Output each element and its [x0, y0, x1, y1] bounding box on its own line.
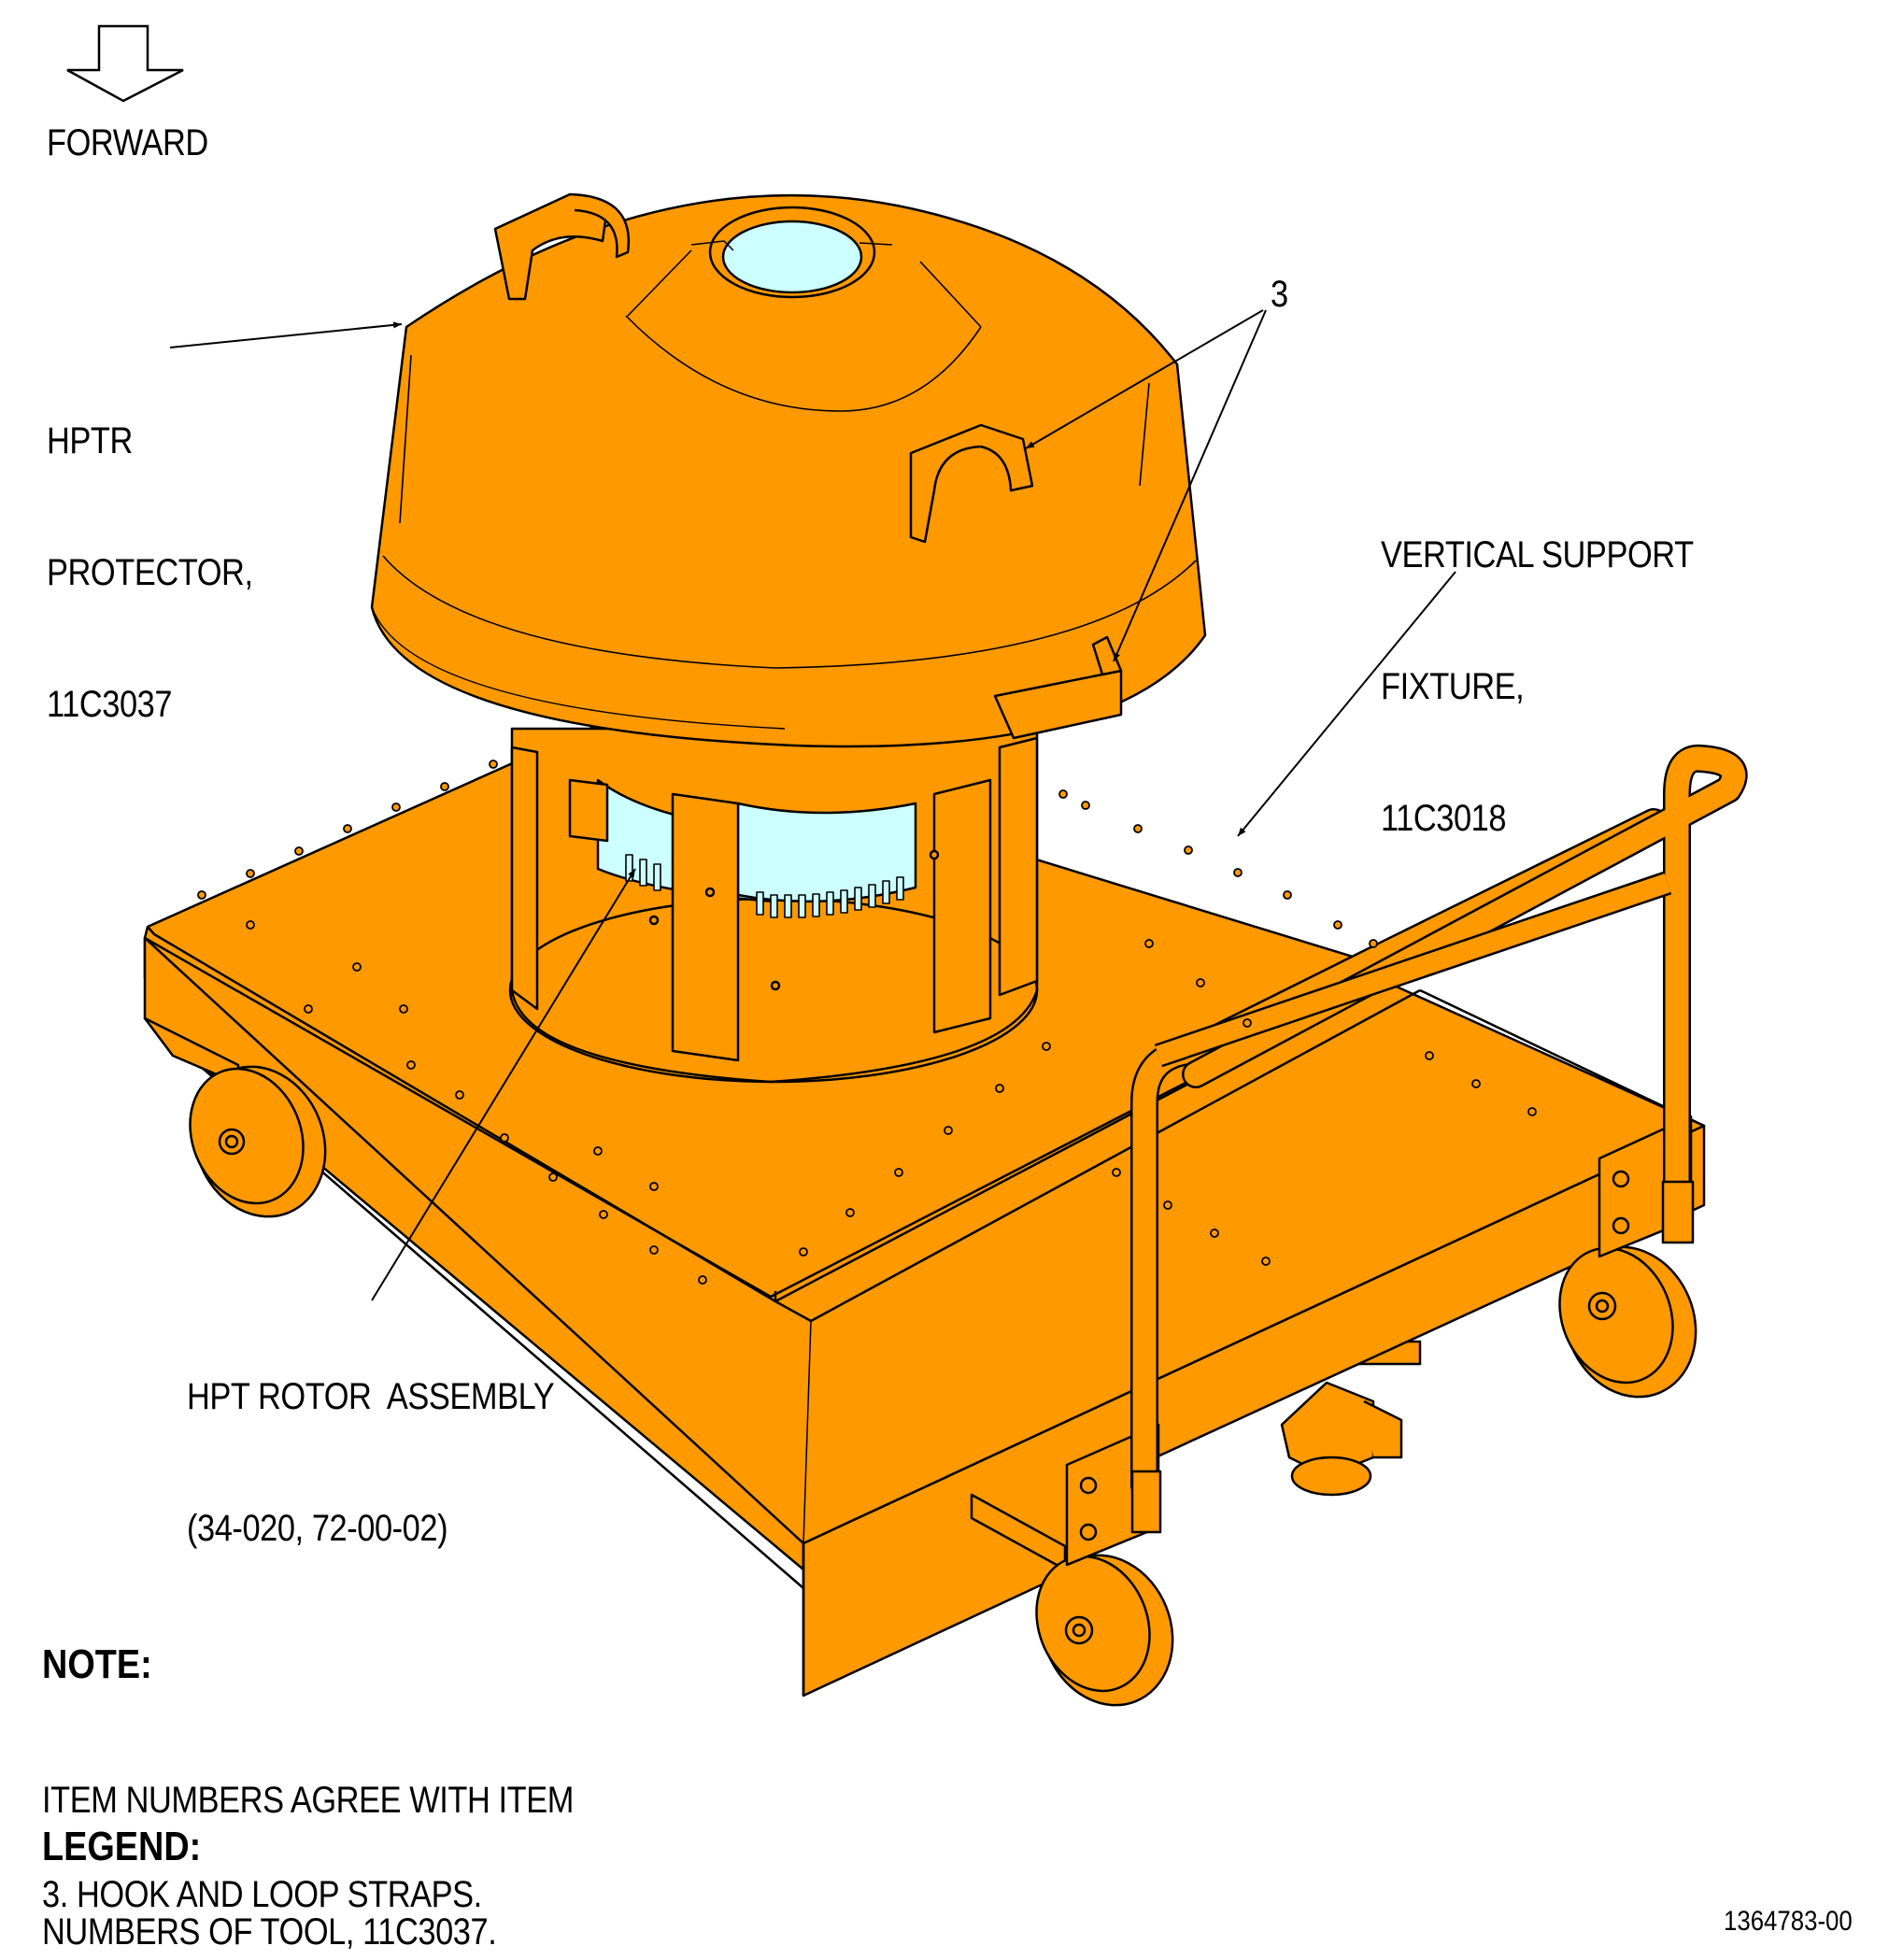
callout-line: FIXTURE,: [1381, 666, 1525, 707]
hook-and-loop-strap-1: [493, 192, 631, 301]
hook-and-loop-strap-3: [993, 635, 1123, 740]
hook-and-loop-strap-2: [909, 423, 1034, 544]
callout-hpt-rotor-assembly: HPT ROTOR ASSEMBLY (34-020, 72-00-02): [187, 1287, 555, 1595]
cart-handle: [1130, 745, 1748, 1499]
caster-left: [143, 1016, 327, 1218]
caster-front-right: [1558, 1245, 1697, 1399]
legend-item-3: 3. HOOK AND LOOP STRAPS.: [42, 1874, 482, 1915]
note-line: NUMBERS OF TOOL, 11C3037.: [42, 1911, 497, 1953]
callout-line: HPT ROTOR ASSEMBLY: [187, 1376, 555, 1417]
figure-id: 1364783-00: [1724, 1906, 1853, 1937]
leader-lines: [169, 309, 1456, 1301]
callout-line: HPTR: [47, 420, 133, 462]
callout-line: (34-020, 72-00-02): [187, 1508, 448, 1549]
callout-line: 11C3018: [1381, 798, 1507, 839]
forward-label: FORWARD: [47, 122, 208, 163]
callout-line: VERTICAL SUPPORT: [1381, 534, 1694, 575]
deck-rivets: [197, 739, 1537, 1285]
callout-vertical-support-fixture: VERTICAL SUPPORT FIXTURE, 11C3018: [1381, 446, 1694, 885]
callout-line: 11C3037: [47, 684, 173, 725]
callout-line: PROTECTOR,: [47, 552, 253, 593]
forward-arrow-icon: [66, 24, 184, 103]
note-line: ITEM NUMBERS AGREE WITH ITEM: [42, 1780, 574, 1821]
hpt-rotor-assembly: [508, 727, 1039, 1084]
callout-item-3: 3: [1271, 274, 1288, 315]
note-heading: NOTE:: [42, 1641, 152, 1687]
note-text: ITEM NUMBERS AGREE WITH ITEM NUMBERS OF …: [42, 1691, 574, 1960]
legend-heading: LEGEND:: [42, 1824, 202, 1869]
callout-hptr-protector: HPTR PROTECTOR, 11C3037: [47, 332, 253, 771]
hptr-protector: [370, 192, 1207, 748]
